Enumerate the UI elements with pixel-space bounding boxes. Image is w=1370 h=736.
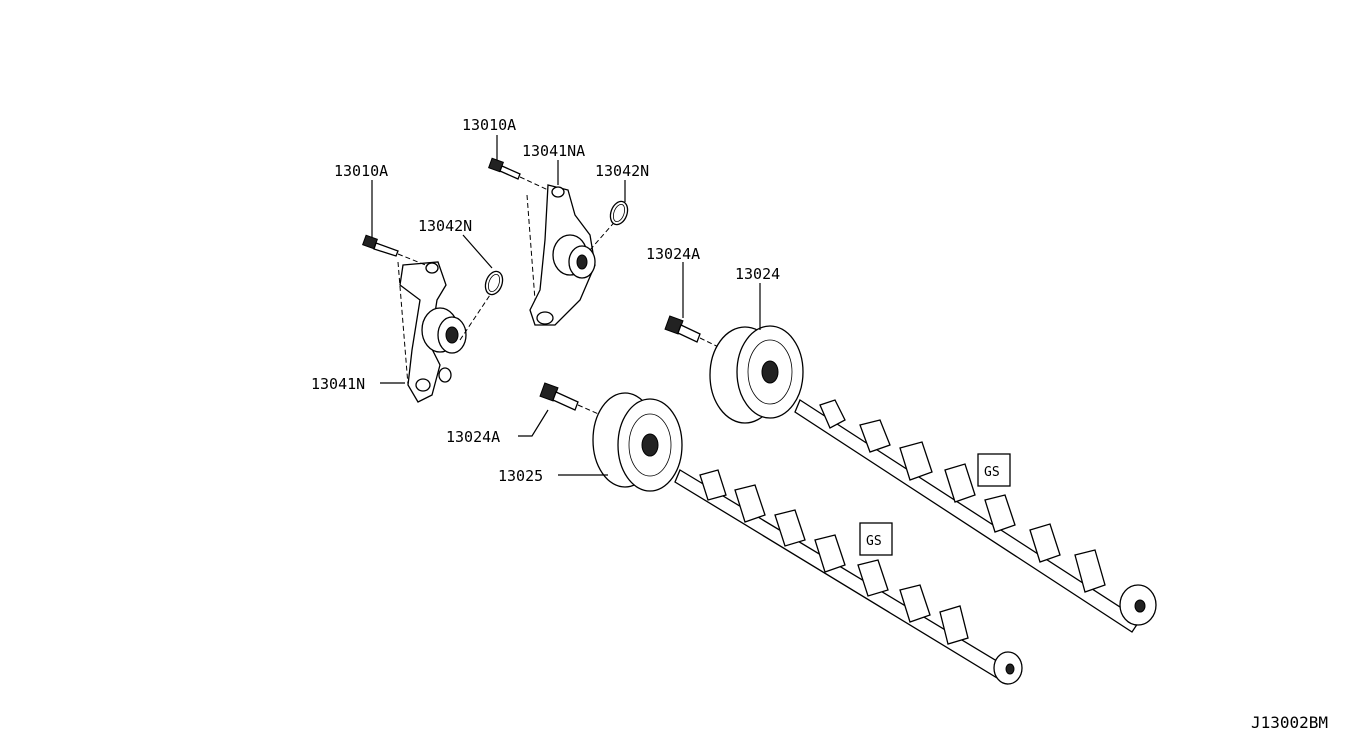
badge-lower: GS xyxy=(859,522,893,556)
diagram-id: J13002BM xyxy=(1251,713,1328,732)
badge-upper-text: GS xyxy=(984,465,1000,480)
label-13042n-right: 13042N xyxy=(595,162,649,180)
label-13025: 13025 xyxy=(498,467,543,485)
bolt-13024a-lower[interactable] xyxy=(539,382,613,421)
camshaft-lower[interactable] xyxy=(674,469,1023,685)
bolt-13010a-right[interactable] xyxy=(488,157,549,191)
label-13024: 13024 xyxy=(735,265,780,283)
label-13010a-left: 13010A xyxy=(334,162,388,180)
label-13010a-right: 13010A xyxy=(462,116,516,134)
tensioner-assembly-left[interactable] xyxy=(397,261,493,403)
oring-13042n-right[interactable] xyxy=(607,199,630,227)
bolt-13010a-left[interactable] xyxy=(362,234,429,267)
leader-lines xyxy=(371,135,761,476)
label-13024a-upper: 13024A xyxy=(646,245,700,263)
label-13042n-left: 13042N xyxy=(418,217,472,235)
camshaft-upper[interactable] xyxy=(794,399,1157,633)
tensioner-assembly-right[interactable] xyxy=(526,184,619,326)
label-13024a-lower: 13024A xyxy=(446,428,500,446)
sprocket-13025[interactable] xyxy=(592,392,683,492)
label-13041n: 13041N xyxy=(311,375,365,393)
badge-upper: GS xyxy=(977,453,1011,487)
oring-13042n-left[interactable] xyxy=(482,269,505,297)
label-13041na: 13041NA xyxy=(522,142,585,160)
badge-lower-text: GS xyxy=(866,534,882,549)
sprocket-13024[interactable] xyxy=(709,325,804,424)
